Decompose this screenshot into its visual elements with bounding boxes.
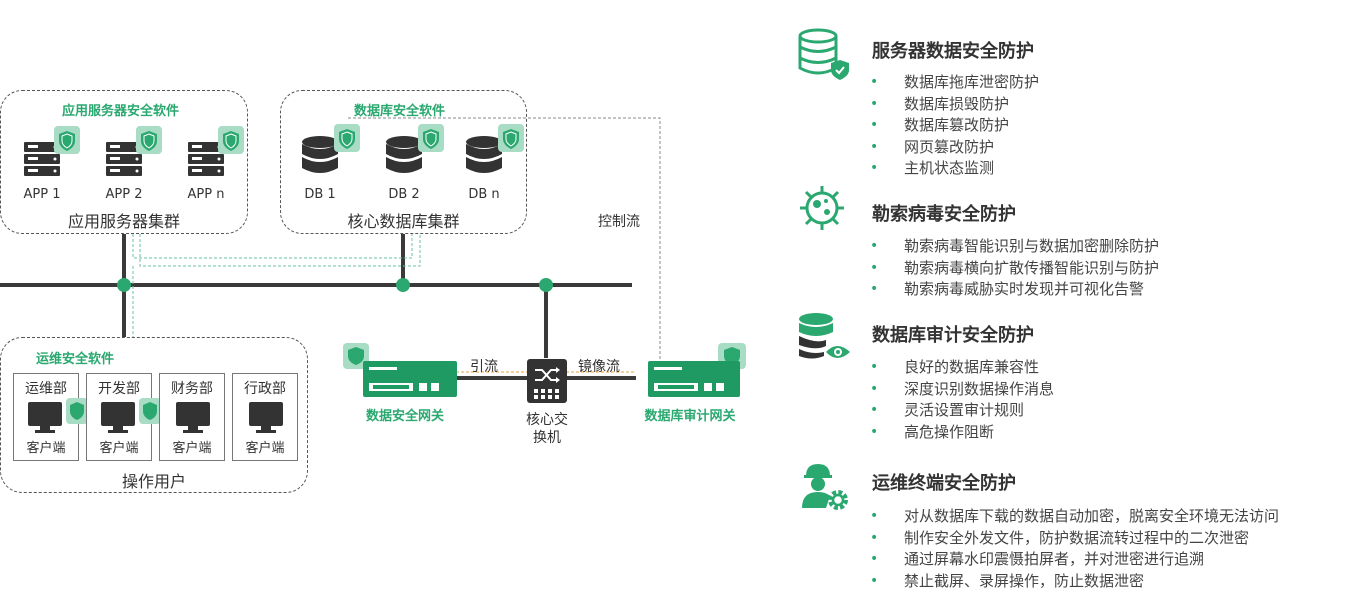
- client-label: 客户端: [99, 441, 139, 456]
- list-item: 制作安全外发文件，防护数据流转过程中的二次泄密: [870, 528, 1279, 550]
- virus-icon: [800, 186, 844, 230]
- junction-dot: [396, 278, 410, 292]
- server-icon: [24, 126, 80, 176]
- database-icon: [302, 124, 360, 173]
- department-box: 开发部 客户端: [86, 373, 159, 461]
- client-label: 客户端: [245, 441, 285, 456]
- list-item: 网页篡改防护: [870, 137, 1039, 159]
- monitor-icon: [28, 398, 86, 433]
- database-icon: [386, 124, 444, 173]
- section-list: 数据库拖库泄密防护 数据库损毁防护 数据库篡改防护 网页篡改防护 主机状态监测: [870, 72, 1039, 180]
- sync-flow-line: [139, 234, 421, 267]
- list-item: 深度识别数据操作消息: [870, 379, 1054, 401]
- switch-label-line1: 核心交: [526, 412, 568, 428]
- server-label: APP n: [187, 187, 225, 202]
- list-item: 数据库损毁防护: [870, 94, 1039, 116]
- database-label: DB n: [468, 187, 500, 202]
- server-label: APP 2: [105, 187, 143, 202]
- server-icon: [188, 126, 244, 176]
- sync-flow-line: [132, 234, 413, 259]
- department-box: 运维部 客户端: [13, 373, 86, 461]
- junction-dot: [117, 278, 131, 292]
- network-diagram: 应用服务器安全软件 应用服务器集群 APP 1 APP 2: [0, 90, 746, 493]
- list-item: 对从数据库下载的数据自动加密，脱离安全环境无法访问: [870, 506, 1279, 528]
- data-gateway-label: 数据安全网关: [365, 409, 444, 424]
- db-cluster-box: [280, 90, 527, 234]
- client-label: 客户端: [172, 441, 212, 456]
- department-name: 行政部: [244, 381, 286, 397]
- monitor-icon: [176, 402, 210, 433]
- redirect-label: 引流: [470, 359, 498, 375]
- list-item: 主机状态监测: [870, 158, 1039, 180]
- junction-dot: [539, 278, 553, 292]
- db-cluster-name: 核心数据库集群: [347, 212, 460, 231]
- app-software-label: 应用服务器安全软件: [62, 104, 180, 119]
- db-software-label: 数据库安全软件: [354, 104, 446, 119]
- list-item: 勒索病毒威胁实时发现并可视化告警: [870, 279, 1159, 301]
- list-item: 灵活设置审计规则: [870, 400, 1054, 422]
- control-flow-label: 控制流: [598, 214, 640, 230]
- list-item: 勒索病毒横向扩散传播智能识别与防护: [870, 258, 1159, 280]
- list-item: 良好的数据库兼容性: [870, 357, 1054, 379]
- monitor-icon: [101, 398, 159, 433]
- section-title: 服务器数据安全防护: [872, 41, 1034, 62]
- department-box: 行政部 客户端: [232, 373, 298, 461]
- switch-label-line2: 换机: [533, 430, 561, 446]
- app-server-cluster-box: [0, 90, 248, 234]
- mirror-label: 镜像流: [578, 359, 620, 375]
- section-list: 对从数据库下载的数据自动加密，脱离安全环境无法访问 制作安全外发文件，防护数据流…: [870, 506, 1279, 592]
- section-title: 运维终端安全防护: [872, 473, 1016, 494]
- ops-software-label: 运维安全软件: [36, 352, 115, 367]
- ops-group-name: 操作用户: [121, 472, 186, 491]
- ops-user-box: [0, 337, 308, 493]
- department-name: 财务部: [171, 381, 213, 397]
- database-eye-icon: [799, 313, 850, 359]
- list-item: 禁止截屏、录屏操作，防止数据泄密: [870, 571, 1279, 593]
- engineer-gear-icon: [802, 464, 848, 510]
- section-title: 数据库审计安全防护: [872, 325, 1034, 346]
- list-item: 高危操作阻断: [870, 422, 1054, 444]
- list-item: 通过屏幕水印震慑拍屏者，并对泄密进行追溯: [870, 549, 1279, 571]
- department-name: 开发部: [98, 381, 140, 397]
- department-name: 运维部: [25, 381, 67, 397]
- database-label: DB 2: [388, 187, 420, 202]
- section-list: 勒索病毒智能识别与数据加密删除防护 勒索病毒横向扩散传播智能识别与防护 勒索病毒…: [870, 236, 1159, 301]
- data-gateway-device-icon: [343, 343, 457, 397]
- department-box: 财务部 客户端: [159, 373, 225, 461]
- control-flow-line: [348, 117, 661, 360]
- audit-gateway-device-icon: [648, 343, 746, 397]
- diagram-lines: [0, 117, 661, 380]
- server-label: APP 1: [23, 187, 61, 202]
- list-item: 勒索病毒智能识别与数据加密删除防护: [870, 236, 1159, 258]
- client-label: 客户端: [26, 441, 66, 456]
- app-cluster-name: 应用服务器集群: [67, 212, 180, 231]
- audit-gateway-label: 数据库审计网关: [644, 409, 736, 424]
- monitor-icon: [249, 402, 283, 433]
- database-shield-icon: [798, 28, 849, 80]
- database-label: DB 1: [304, 187, 336, 202]
- database-icon: [466, 124, 524, 173]
- list-item: 数据库篡改防护: [870, 115, 1039, 137]
- section-list: 良好的数据库兼容性 深度识别数据操作消息 灵活设置审计规则 高危操作阻断: [870, 357, 1054, 443]
- core-switch-icon: [527, 359, 567, 403]
- list-item: 数据库拖库泄密防护: [870, 72, 1039, 94]
- section-title: 勒索病毒安全防护: [872, 204, 1016, 225]
- server-icon: [106, 126, 162, 176]
